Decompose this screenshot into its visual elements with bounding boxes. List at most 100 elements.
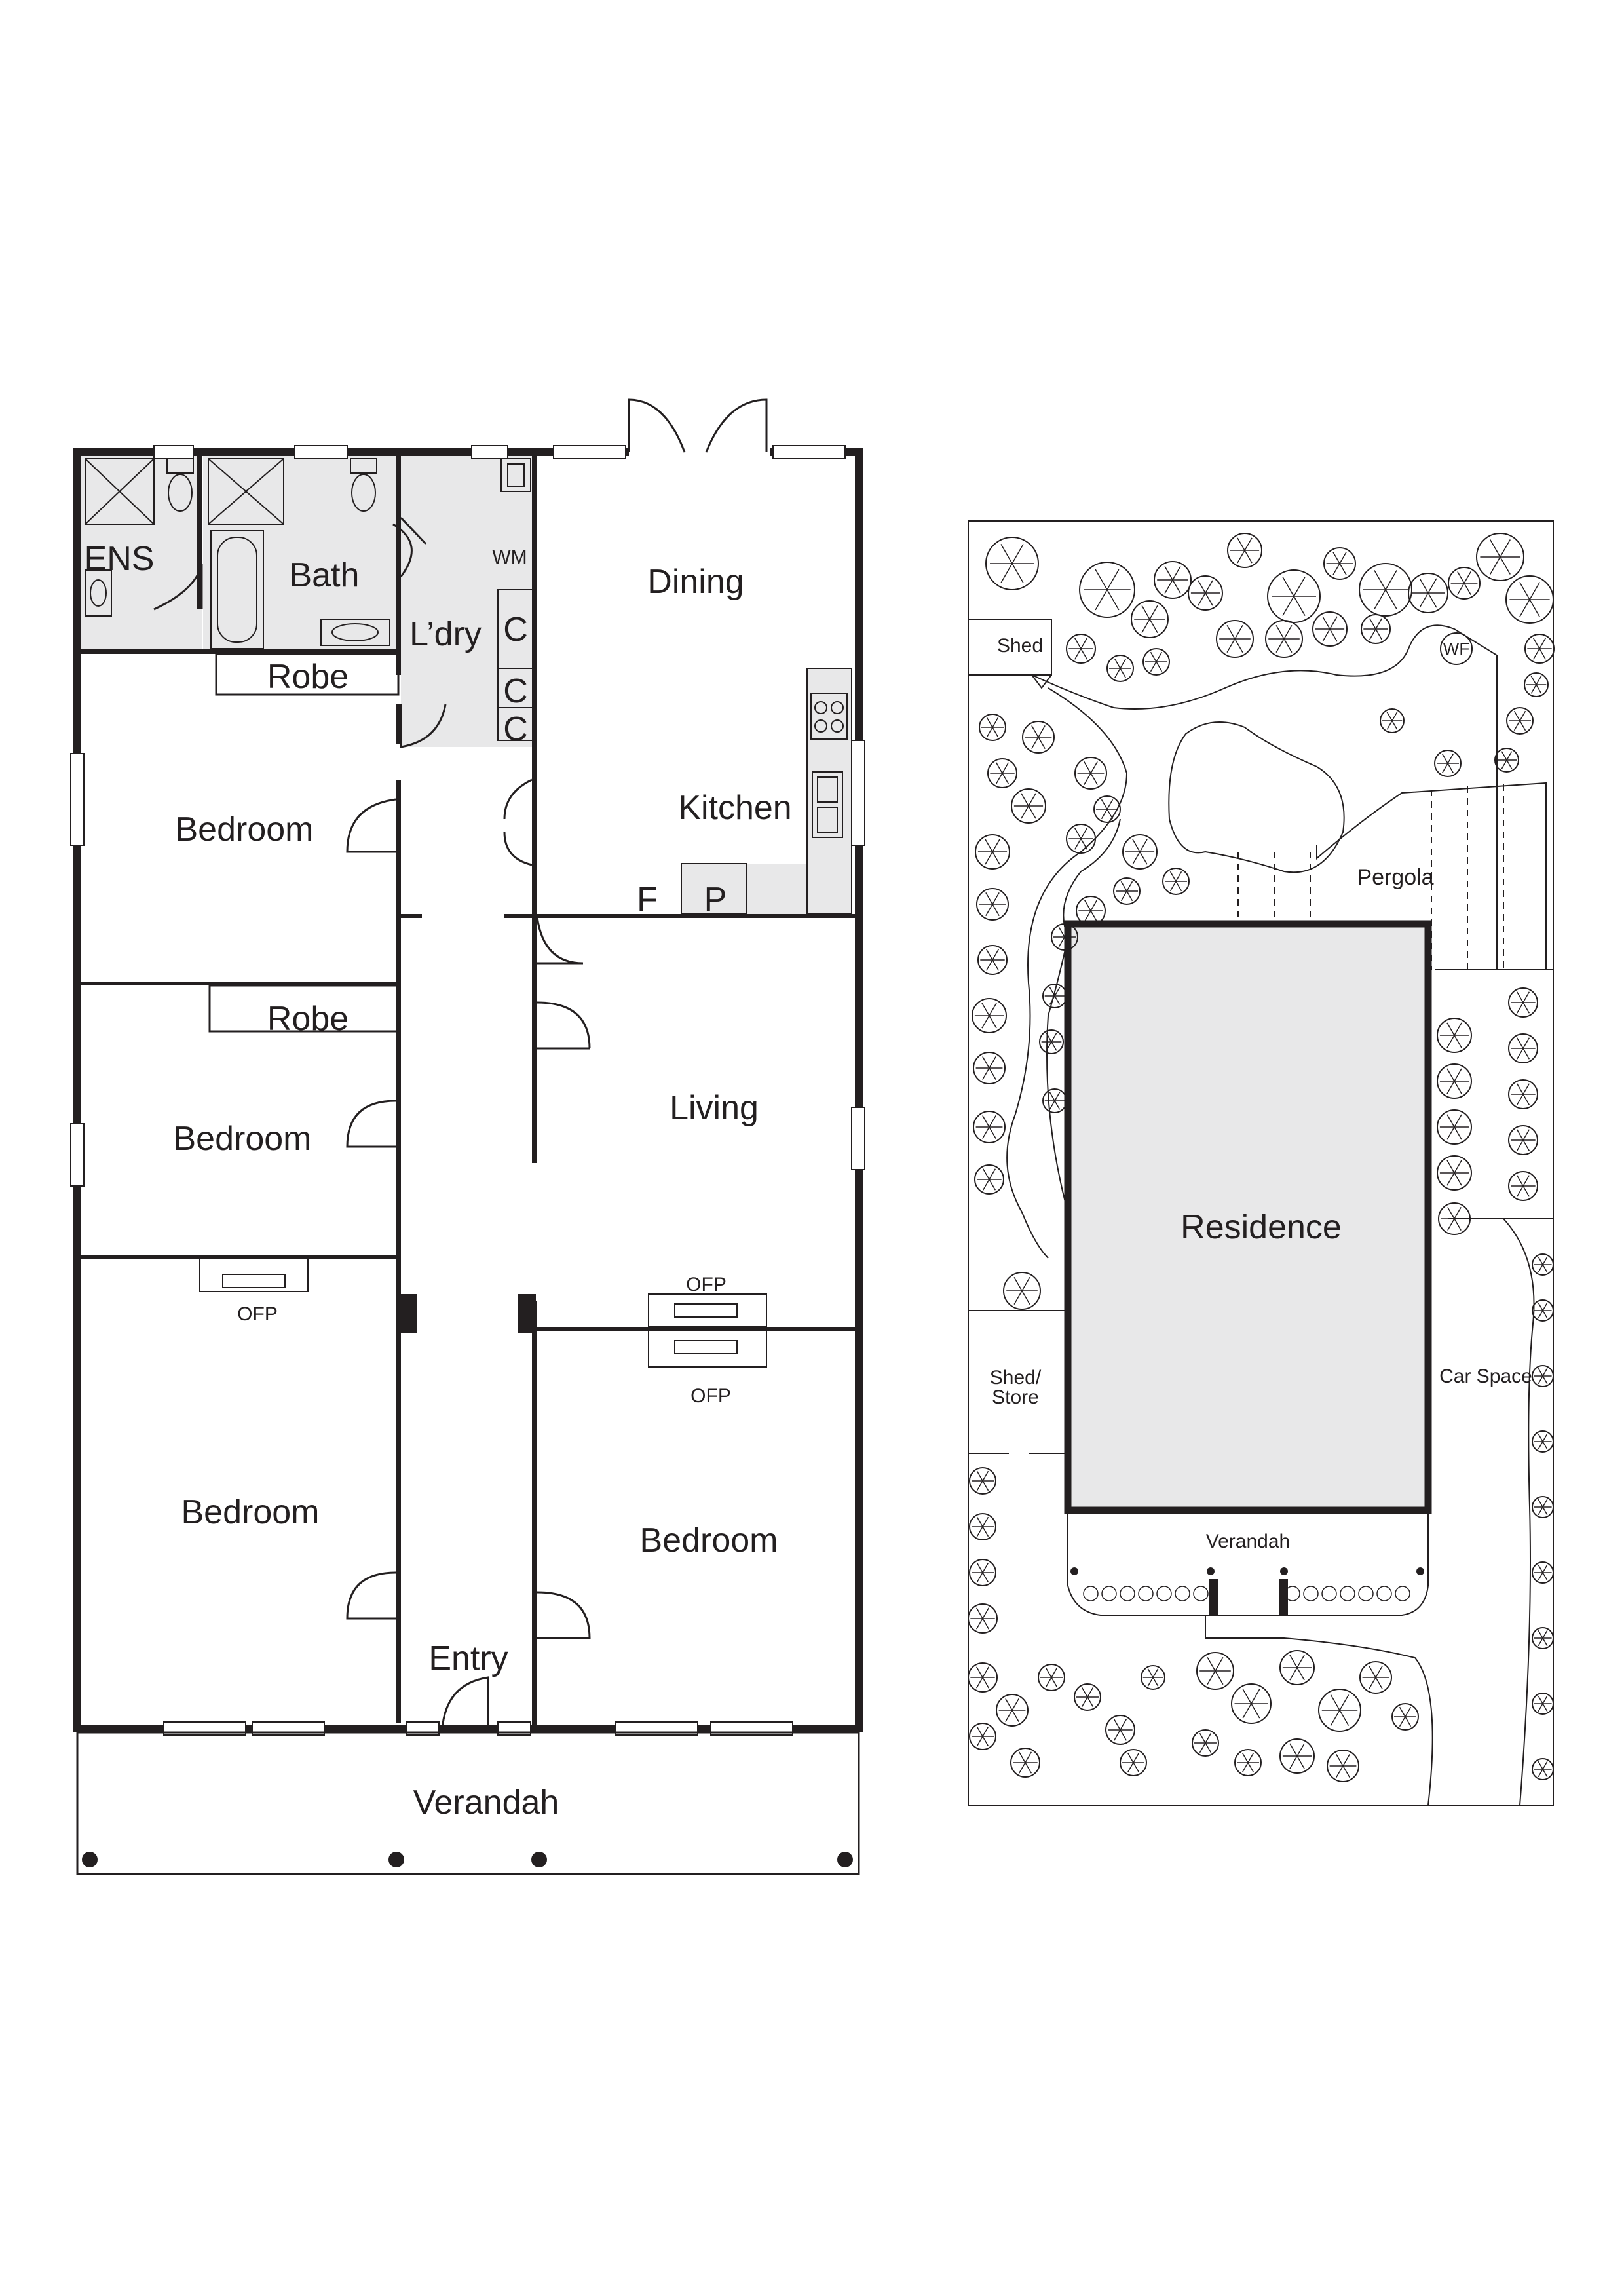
water-feature [1440, 632, 1473, 665]
shrub-icon [1083, 1586, 1099, 1601]
site-verandah-outline [1067, 1510, 1429, 1616]
tree-icon [1192, 1729, 1219, 1757]
tree-icon [1105, 1715, 1135, 1745]
tree-icon [1532, 1627, 1554, 1649]
tree-icon [1532, 1253, 1554, 1276]
tree-icon [985, 537, 1039, 590]
tree-icon [1234, 1749, 1262, 1776]
fireplaces [199, 1258, 767, 1368]
tree-icon [1359, 563, 1412, 617]
tree-icon [1162, 868, 1190, 895]
tree-icon [1361, 614, 1391, 644]
tree-icon [1437, 1109, 1472, 1145]
tree-icon [1074, 757, 1107, 790]
verandah-posts [82, 1852, 853, 1867]
bedroom-1-label: Bedroom [176, 811, 314, 849]
tree-icon [1076, 896, 1106, 926]
tree-icon [1323, 547, 1356, 580]
tree-icon [1267, 569, 1321, 623]
tree-icon [976, 888, 1009, 921]
shrub-icon [1138, 1586, 1154, 1601]
bedroom-4-label: Bedroom [640, 1521, 778, 1559]
tree-icon [968, 1662, 998, 1693]
tree-icon [1327, 1750, 1359, 1782]
tree-icon [1122, 834, 1158, 870]
tree-icon [1051, 923, 1078, 951]
door-swings [153, 516, 591, 1731]
ofp-living-label: OFP [686, 1274, 727, 1295]
tree-icon [1532, 1693, 1554, 1715]
laundry-floor [401, 452, 537, 747]
tree-icon [1279, 1738, 1315, 1774]
laundry-fixtures [497, 458, 535, 741]
east-wall [855, 448, 863, 1732]
tree-icon [987, 758, 1017, 788]
tree-icon [1010, 1748, 1040, 1778]
shrub-icon [1376, 1586, 1392, 1601]
tree-icon [1154, 561, 1192, 599]
tree-icon [1408, 573, 1448, 613]
kitchen-bench [681, 668, 852, 914]
floor-plan: ENS Bath Robe L’dry WM C C C Dining Kitc… [70, 398, 865, 1875]
tree-icon [975, 834, 1010, 870]
shrub-icon [1358, 1586, 1374, 1601]
garden-paths [1006, 624, 1553, 1806]
verandah-outline [76, 1731, 860, 1875]
tree-icon [1039, 1029, 1064, 1054]
tree-icon [1448, 567, 1481, 600]
west-wall [73, 448, 81, 1732]
ens-label: ENS [85, 540, 155, 578]
tree-icon [1434, 750, 1462, 777]
tree-icon [1196, 1652, 1234, 1690]
ens-fixtures [85, 458, 194, 617]
tree-icon [1038, 1664, 1065, 1691]
wm-label: WM [492, 546, 527, 568]
tree-icon [1532, 1430, 1554, 1453]
tree-icon [1003, 1272, 1041, 1310]
shrub-icon [1193, 1586, 1209, 1601]
shed-store-label-2: Store [992, 1387, 1039, 1408]
residence-block [1064, 920, 1432, 1514]
site-verandah-label: Verandah [1206, 1531, 1290, 1552]
tree-icon [1227, 533, 1262, 568]
site-boundary [968, 520, 1554, 1806]
cupboard-1-label: C [503, 611, 528, 649]
tree-icon [1188, 575, 1223, 611]
laundry-label: L’dry [409, 615, 482, 653]
shed-outline [968, 619, 1052, 689]
cupboard-2-label: C [503, 672, 528, 710]
bath-fixtures [208, 458, 390, 649]
dining-label: Dining [647, 563, 744, 601]
shrub-icon [1101, 1586, 1117, 1601]
tree-icon [1508, 1125, 1538, 1155]
ofp-bed4-label: OFP [690, 1385, 731, 1407]
tree-icon [1508, 987, 1538, 1018]
tree-icon [969, 1467, 996, 1495]
tree-icon [1066, 824, 1096, 854]
car-space-label: Car Space [1439, 1366, 1532, 1387]
tree-icon [1532, 1758, 1554, 1780]
windows [70, 445, 865, 1736]
tree-icon [1265, 620, 1303, 658]
tree-icon [973, 1111, 1006, 1143]
tree-icon [1508, 1171, 1538, 1201]
entry-label: Entry [428, 1639, 508, 1677]
tree-icon [1042, 984, 1067, 1008]
tree-icon [1279, 1650, 1315, 1685]
site-verandah-posts [1070, 1567, 1424, 1615]
tree-icon [1074, 1683, 1101, 1711]
tree-icon [1437, 1063, 1472, 1099]
tree-icon [1506, 707, 1534, 735]
shrub-icon [1340, 1586, 1355, 1601]
tree-icon [977, 945, 1008, 975]
shrub-icon [1395, 1586, 1410, 1601]
tree-icon [1380, 708, 1405, 733]
robe-mid-outline [208, 984, 400, 1033]
shrub-icon [1321, 1586, 1337, 1601]
residence-label: Residence [1180, 1208, 1342, 1246]
shed-label: Shed [997, 635, 1043, 657]
kitchen-label: Kitchen [678, 789, 791, 827]
tree-icon [1141, 1665, 1165, 1690]
tree-icon [1359, 1661, 1392, 1694]
